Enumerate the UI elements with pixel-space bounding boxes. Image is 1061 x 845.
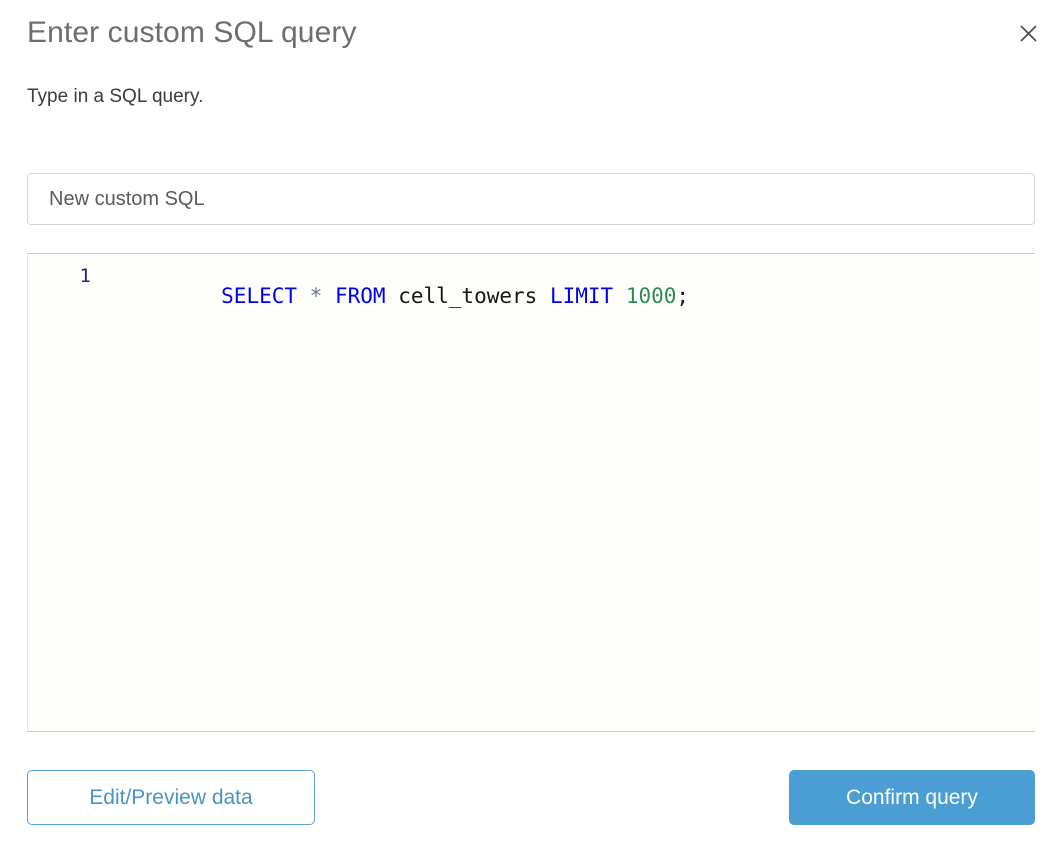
code-line-content[interactable]: SELECT * FROM cell_towers LIMIT 1000; — [120, 265, 689, 328]
query-name-input[interactable] — [27, 173, 1035, 225]
sql-token-number: 1000 — [625, 284, 677, 308]
sql-space — [386, 284, 399, 308]
line-number: 1 — [79, 265, 91, 287]
dialog-subtitle: Type in a SQL query. — [27, 86, 204, 107]
sql-space — [537, 284, 550, 308]
edit-preview-data-button[interactable]: Edit/Preview data — [27, 770, 315, 825]
close-icon — [1019, 24, 1038, 43]
sql-token-semicolon: ; — [676, 284, 690, 308]
close-button[interactable] — [1012, 17, 1044, 49]
sql-token-table: cell_towers — [398, 284, 538, 308]
sql-token-from: FROM — [334, 284, 386, 308]
confirm-query-button[interactable]: Confirm query — [789, 770, 1035, 825]
sql-space — [322, 284, 335, 308]
sql-code-editor[interactable]: 1 SELECT * FROM cell_towers LIMIT 1000; — [27, 253, 1035, 732]
code-line[interactable]: 1 SELECT * FROM cell_towers LIMIT 1000; — [28, 254, 1035, 307]
sql-space — [613, 284, 626, 308]
sql-token-star: * — [309, 284, 323, 308]
sql-space — [297, 284, 310, 308]
page-title: Enter custom SQL query — [27, 16, 357, 49]
sql-token-select: SELECT — [221, 284, 298, 308]
sql-token-limit: LIMIT — [549, 284, 614, 308]
